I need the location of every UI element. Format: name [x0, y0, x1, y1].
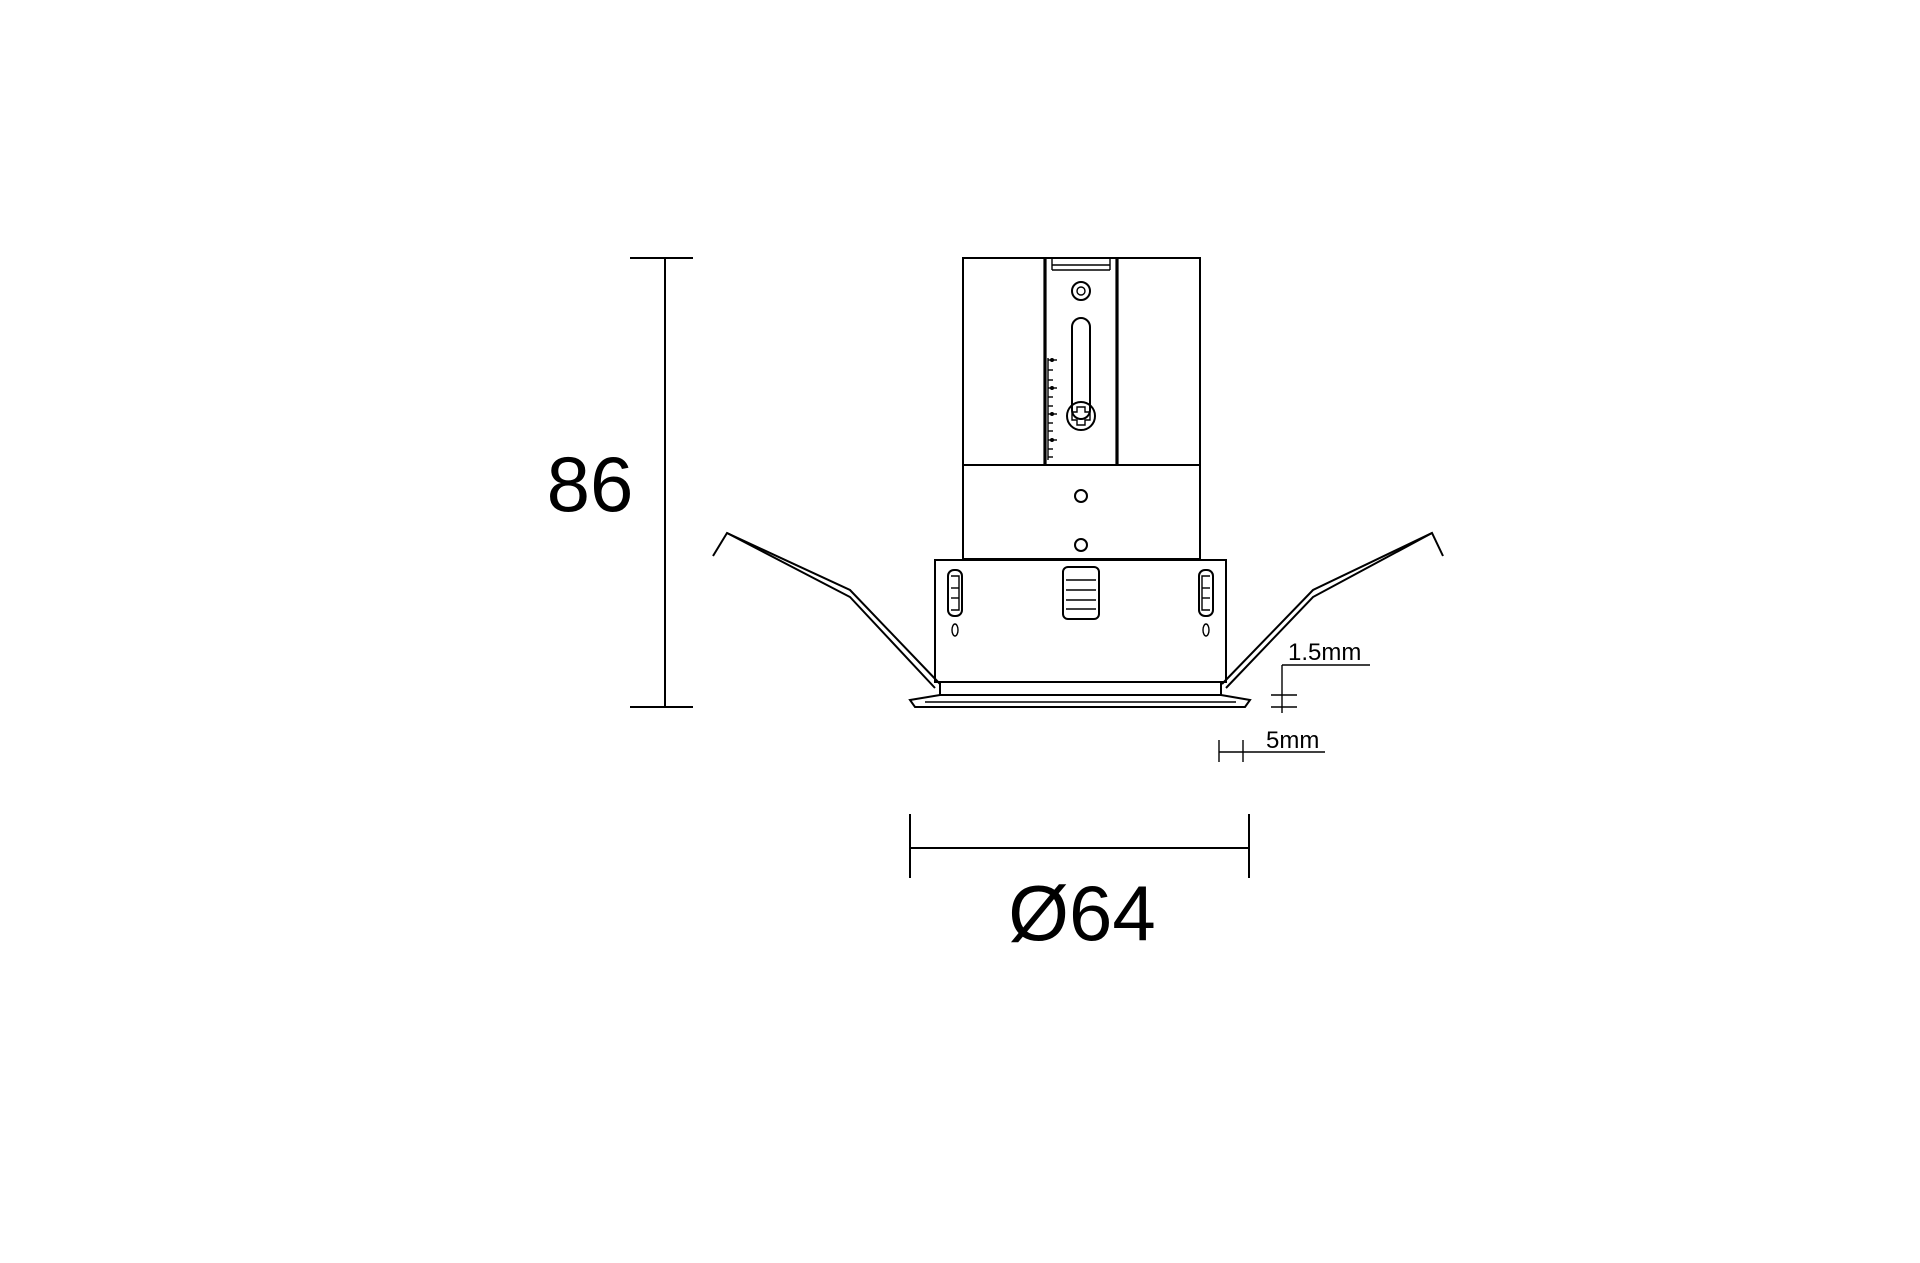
flange: [908, 681, 1252, 708]
center-latch: [1062, 566, 1100, 620]
flange-thickness-label: 1.5mm: [1288, 639, 1361, 666]
hole-icon: [1074, 538, 1088, 552]
height-dimension: 86: [547, 257, 693, 708]
adjustment-bracket: [1043, 258, 1119, 552]
flange-overhang-label: 5mm: [1266, 727, 1319, 754]
scale-ticks: [1047, 358, 1057, 460]
flange-thickness-dimension: 1.5mm: [1271, 639, 1370, 713]
left-clip: [947, 569, 963, 637]
upper-housing: [962, 257, 1201, 560]
phillips-screw-icon: [1066, 401, 1096, 431]
diameter-dimension-label: Ø64: [1008, 869, 1155, 957]
top-screw-icon: [1071, 281, 1091, 301]
lower-body: [934, 559, 1227, 683]
hole-icon: [1074, 489, 1088, 503]
adjustment-slot: [1071, 317, 1091, 420]
flange-overhang-dimension: 5mm: [1218, 727, 1325, 762]
right-spring-wing: [1221, 531, 1444, 689]
height-dimension-label: 86: [547, 440, 634, 528]
diameter-dimension: Ø64: [909, 814, 1250, 957]
right-clip: [1198, 569, 1214, 637]
left-spring-wing: [712, 531, 941, 689]
